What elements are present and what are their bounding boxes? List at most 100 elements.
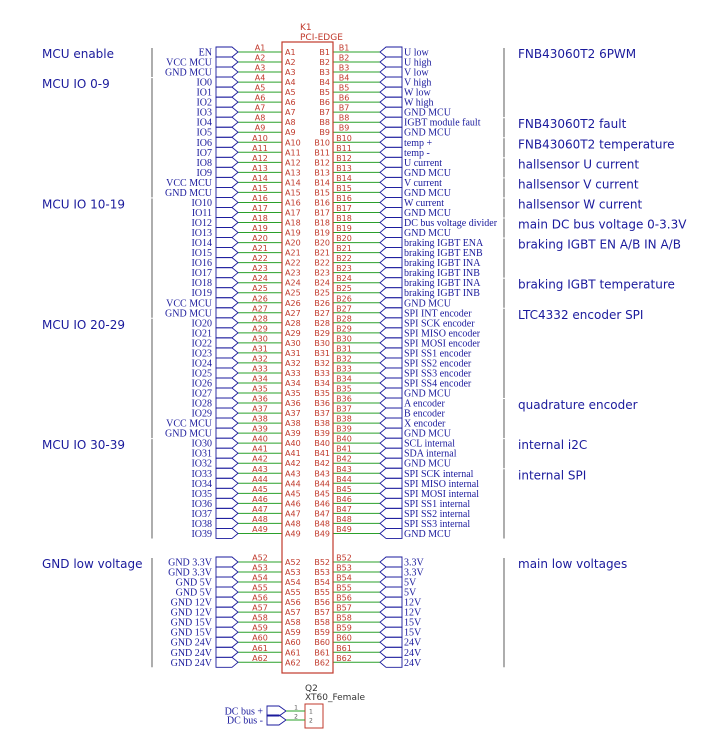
right-port-flag[interactable] xyxy=(379,387,403,399)
right-port-flag[interactable] xyxy=(379,437,403,449)
right-port-flag[interactable] xyxy=(379,56,403,68)
left-port-flag[interactable] xyxy=(215,287,239,299)
left-port-flag[interactable] xyxy=(215,606,239,618)
left-port-flag[interactable] xyxy=(215,487,239,499)
left-port-flag[interactable] xyxy=(215,586,239,598)
left-port-flag[interactable] xyxy=(215,477,239,489)
left-port-flag[interactable] xyxy=(215,527,239,539)
left-port-flag[interactable] xyxy=(215,227,239,238)
right-port-flag[interactable] xyxy=(379,66,403,78)
dc-port-flag[interactable] xyxy=(266,714,287,726)
right-port-flag[interactable] xyxy=(379,277,403,289)
right-port-flag[interactable] xyxy=(379,606,403,618)
left-port-flag[interactable] xyxy=(215,467,239,479)
left-port-flag[interactable] xyxy=(215,626,239,638)
right-port-flag[interactable] xyxy=(379,566,403,578)
right-port-flag[interactable] xyxy=(379,646,403,658)
right-port-flag[interactable] xyxy=(379,556,403,568)
right-port-flag[interactable] xyxy=(379,257,403,269)
right-port-flag[interactable] xyxy=(379,467,403,479)
left-port-flag[interactable] xyxy=(215,237,239,249)
right-port-flag[interactable] xyxy=(379,527,403,539)
right-port-flag[interactable] xyxy=(379,497,403,509)
right-port-flag[interactable] xyxy=(379,126,403,138)
left-port-flag[interactable] xyxy=(215,217,239,228)
right-port-flag[interactable] xyxy=(379,237,403,249)
left-port-flag[interactable] xyxy=(215,596,239,608)
left-port-flag[interactable] xyxy=(215,247,239,259)
right-port-flag[interactable] xyxy=(379,166,403,178)
left-port-flag[interactable] xyxy=(215,166,239,178)
right-port-flag[interactable] xyxy=(379,626,403,638)
right-port-flag[interactable] xyxy=(379,417,403,429)
right-port-flag[interactable] xyxy=(379,287,403,299)
left-port-flag[interactable] xyxy=(215,357,239,369)
left-port-flag[interactable] xyxy=(215,566,239,578)
left-port-flag[interactable] xyxy=(215,517,239,529)
right-port-flag[interactable] xyxy=(379,156,403,168)
left-port-flag[interactable] xyxy=(215,86,239,98)
right-port-flag[interactable] xyxy=(379,227,403,238)
right-port-flag[interactable] xyxy=(379,337,403,349)
right-port-flag[interactable] xyxy=(379,106,403,118)
right-port-flag[interactable] xyxy=(379,136,403,148)
right-port-flag[interactable] xyxy=(379,297,403,309)
right-port-flag[interactable] xyxy=(379,656,403,668)
right-port-flag[interactable] xyxy=(379,636,403,648)
dc-port-flag[interactable] xyxy=(266,705,287,717)
right-port-flag[interactable] xyxy=(379,477,403,489)
left-port-flag[interactable] xyxy=(215,497,239,509)
left-port-flag[interactable] xyxy=(215,427,239,439)
right-port-flag[interactable] xyxy=(379,407,403,419)
left-port-flag[interactable] xyxy=(215,136,239,148)
left-port-flag[interactable] xyxy=(215,397,239,409)
right-port-flag[interactable] xyxy=(379,616,403,628)
left-port-flag[interactable] xyxy=(215,267,239,279)
left-port-flag[interactable] xyxy=(215,197,239,208)
right-port-flag[interactable] xyxy=(379,367,403,379)
left-port-flag[interactable] xyxy=(215,96,239,108)
left-port-flag[interactable] xyxy=(215,576,239,588)
right-port-flag[interactable] xyxy=(379,487,403,499)
right-port-flag[interactable] xyxy=(379,207,403,218)
left-port-flag[interactable] xyxy=(215,106,239,118)
left-port-flag[interactable] xyxy=(215,347,239,359)
left-port-flag[interactable] xyxy=(215,186,239,198)
left-port-flag[interactable] xyxy=(215,636,239,648)
right-port-flag[interactable] xyxy=(379,327,403,339)
left-port-flag[interactable] xyxy=(215,556,239,568)
left-port-flag[interactable] xyxy=(215,156,239,168)
right-port-flag[interactable] xyxy=(379,576,403,588)
left-port-flag[interactable] xyxy=(215,437,239,449)
right-port-flag[interactable] xyxy=(379,76,403,88)
left-port-flag[interactable] xyxy=(215,317,239,329)
right-port-flag[interactable] xyxy=(379,317,403,329)
left-port-flag[interactable] xyxy=(215,417,239,429)
right-port-flag[interactable] xyxy=(379,146,403,158)
right-port-flag[interactable] xyxy=(379,86,403,98)
left-port-flag[interactable] xyxy=(215,646,239,658)
right-port-flag[interactable] xyxy=(379,397,403,409)
right-port-flag[interactable] xyxy=(379,507,403,519)
right-port-flag[interactable] xyxy=(379,116,403,128)
right-port-flag[interactable] xyxy=(379,197,403,208)
left-port-flag[interactable] xyxy=(215,277,239,289)
left-port-flag[interactable] xyxy=(215,146,239,158)
left-port-flag[interactable] xyxy=(215,176,239,188)
left-port-flag[interactable] xyxy=(215,337,239,349)
left-port-flag[interactable] xyxy=(215,507,239,519)
right-port-flag[interactable] xyxy=(379,46,403,58)
left-port-flag[interactable] xyxy=(215,116,239,128)
right-port-flag[interactable] xyxy=(379,347,403,359)
right-port-flag[interactable] xyxy=(379,357,403,369)
left-port-flag[interactable] xyxy=(215,207,239,218)
right-port-flag[interactable] xyxy=(379,267,403,279)
right-port-flag[interactable] xyxy=(379,377,403,389)
right-port-flag[interactable] xyxy=(379,457,403,469)
left-port-flag[interactable] xyxy=(215,616,239,628)
right-port-flag[interactable] xyxy=(379,447,403,459)
left-port-flag[interactable] xyxy=(215,126,239,138)
left-port-flag[interactable] xyxy=(215,66,239,78)
